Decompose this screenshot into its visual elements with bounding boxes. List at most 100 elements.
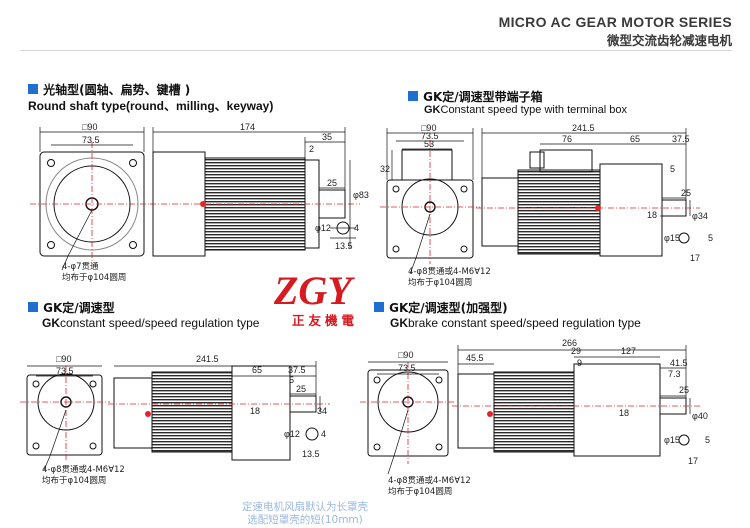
drawing-round-shaft: □90 73.5 174 35 2 25 φ83 φ12 4 13.5 4-φ7… [30, 122, 369, 283]
dim-text: 53 [424, 139, 434, 149]
mark-dot [487, 411, 493, 417]
dim-text: 4 [354, 223, 359, 233]
dim-text: □90 [56, 354, 71, 364]
dim-text: 13.5 [335, 241, 353, 251]
dim-text: 65 [252, 365, 262, 375]
terminal-box-side [539, 149, 593, 173]
hole-note: 4-φ7贯通 [62, 261, 99, 272]
brand-logo: ZGY 正友機電 [273, 268, 355, 328]
mount-hole [435, 443, 443, 451]
drawing-terminal-box: □90 73.5 53 32 241.5 76 65 37.5 5 25 18 … [380, 123, 713, 288]
dim-text: 17 [688, 456, 698, 466]
dim-text: 76 [562, 134, 572, 144]
section-subtitle-text: Constant speed type with terminal box [440, 104, 628, 116]
dim-text: 25 [327, 178, 337, 188]
section-heading-terminal-box: GK定/调速型带端子箱 [408, 86, 543, 105]
hole-note: 均布于φ104圆周 [42, 475, 106, 486]
mount-hole [435, 376, 443, 384]
section-subtitle-round-shaft: Round shaft type(round、milling、keyway) [28, 99, 274, 113]
dim-text: 37.5 [672, 134, 690, 144]
hole-note: 4-φ8贯通或4-M6Ɐ12 [408, 266, 491, 277]
dim-text: 266 [562, 338, 577, 348]
mount-hole [47, 159, 55, 167]
fan-cover [481, 177, 519, 247]
section-title-cn: 光轴型(圆轴、扁势、键槽 ) [43, 83, 191, 97]
dim-text: 2 [309, 144, 314, 154]
bullet-square-icon [28, 84, 38, 94]
gearbox-body [231, 365, 291, 461]
gk-prefix: GK [424, 104, 441, 116]
drawing-brake: □90 73.5 266 45.5 29 9 127 41.5 7.3 25 1… [360, 338, 710, 497]
dim-text: 9 [577, 358, 582, 368]
dim-text: 25 [296, 384, 306, 394]
dim-text: φ12 [284, 429, 300, 439]
mark-dot [145, 411, 151, 417]
mount-hole [373, 376, 381, 384]
mount-hole [89, 442, 97, 450]
footer-line: 定速电机风扇默认为长罩壳 [242, 501, 368, 513]
section-subtitle-constant: GKconstant speed/speed regulation type [42, 316, 259, 330]
dim-text: 5 [708, 233, 713, 243]
gk-prefix: GK [42, 316, 60, 330]
hole-note: 均布于φ104圆周 [408, 277, 472, 288]
hole-note: 4-φ8贯通或4-M6Ɐ12 [42, 464, 125, 475]
cable-gland [529, 151, 545, 169]
section-title-cn: GK定/调速型带端子箱 [423, 90, 543, 104]
dim-text: φ12 [315, 223, 331, 233]
section-title-cn: GK定/调速型 [43, 301, 115, 315]
dim-text: 17 [690, 253, 700, 263]
dim-text: φ83 [353, 190, 369, 200]
dim-text: φ40 [692, 411, 708, 421]
mount-hole [32, 380, 40, 388]
dim-text: 7.3 [668, 369, 681, 379]
motor-body-fins [493, 371, 575, 453]
section-heading-constant: GK定/调速型 [28, 297, 115, 316]
series-title-cn: 微型交流齿轮减速电机 [606, 33, 732, 48]
hole-note: 均布于φ104圆周 [62, 272, 126, 283]
shaft-section-circle [678, 434, 690, 446]
motor-body-fins [151, 371, 233, 453]
section-heading-round-shaft: 光轴型(圆轴、扁势、键槽 ) [28, 79, 190, 98]
dim-text: 73.5 [82, 135, 100, 145]
dim-text: 37.5 [288, 365, 306, 375]
mount-hole [392, 245, 400, 253]
mount-hole [460, 185, 468, 193]
mount-hole [47, 241, 55, 249]
dim-text: 5 [289, 375, 294, 385]
dim-text: 65 [630, 134, 640, 144]
mount-hole [129, 159, 137, 167]
dim-text: 73.5 [421, 131, 439, 141]
dim-text: 241.5 [572, 123, 595, 133]
section-title-cn: GK定/调速型(加强型) [389, 301, 508, 315]
dim-text: 73.5 [56, 366, 74, 376]
mount-hole [373, 443, 381, 451]
dim-text: 18 [250, 406, 260, 416]
dim-text: 174 [240, 122, 255, 132]
dim-text: □90 [82, 122, 97, 132]
motor-body-fins [517, 169, 601, 255]
dim-text: 18 [619, 408, 629, 418]
bullet-square-icon [28, 302, 38, 312]
shaft-section-circle [336, 221, 350, 235]
dim-text: 29 [571, 346, 581, 356]
front-bore-circle [45, 157, 139, 251]
mount-hole [129, 241, 137, 249]
dim-text: 73.5 [398, 363, 416, 373]
hole-note: 4-φ8贯通或4-M6Ɐ12 [388, 475, 471, 486]
shaft-section-circle [678, 232, 690, 244]
dim-text: 25 [679, 385, 689, 395]
dim-text: 32 [380, 164, 390, 174]
drawing-constant: □90 73.5 241.5 65 37.5 5 25 18 34 φ12 4 … [20, 354, 330, 486]
terminal-box-front [401, 149, 453, 181]
section-subtitle-text: constant speed/speed regulation type [60, 316, 260, 330]
dim-text: 127 [621, 346, 636, 356]
gearbox-body [573, 363, 661, 457]
front-flange-outline [26, 374, 103, 456]
dim-text: □90 [421, 123, 436, 133]
logo-zgy: ZGY [273, 268, 355, 313]
dim-text: 18 [647, 210, 657, 220]
brake-housing [457, 373, 495, 449]
dim-text: 4 [321, 429, 326, 439]
dim-text: 34 [317, 406, 327, 416]
